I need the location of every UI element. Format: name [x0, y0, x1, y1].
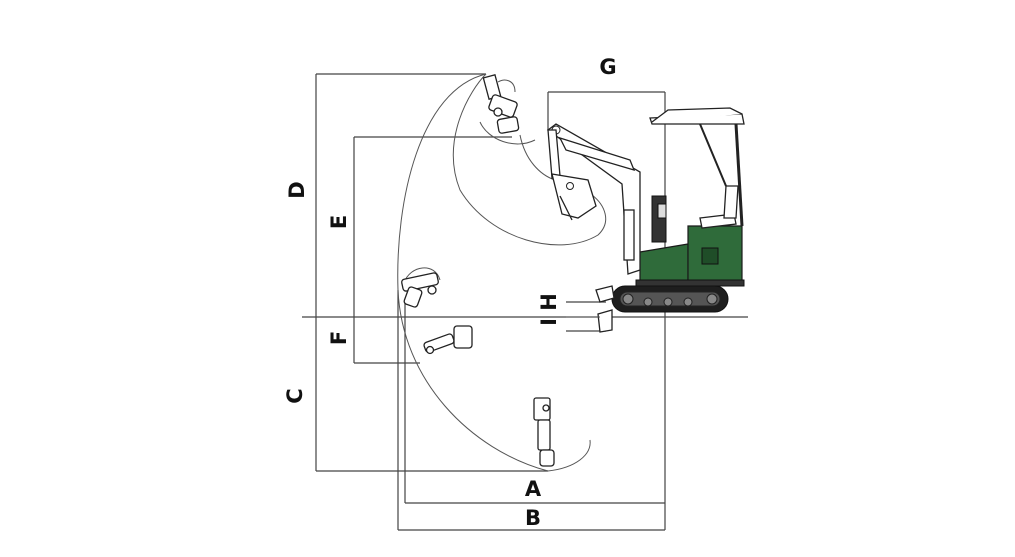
label-b: B — [525, 506, 541, 530]
boom-cylinder — [558, 136, 636, 172]
label-g: G — [599, 55, 616, 79]
label-c: C — [283, 388, 307, 403]
bucket — [551, 173, 597, 219]
boom — [546, 123, 641, 275]
stick-and-bucket — [547, 129, 597, 221]
ghost-bucket-lower — [423, 325, 473, 355]
crawler-track — [611, 285, 729, 313]
dimension-labels: G A B D E F C H I — [283, 55, 617, 530]
excavator — [546, 107, 745, 333]
canopy — [649, 107, 745, 227]
label-h: H — [537, 293, 561, 311]
control-stand — [651, 195, 667, 243]
max-reach-arc — [397, 73, 549, 472]
upper-structure — [635, 185, 745, 287]
ghost-bucket-deep — [533, 397, 555, 467]
ghost-bucket-mid — [401, 272, 439, 308]
ghost-bucket-top — [482, 74, 520, 134]
label-i: I — [537, 318, 561, 326]
canopy-front-post — [699, 123, 727, 187]
upper-frame — [635, 279, 745, 287]
dig-depth-arc-end — [547, 439, 591, 472]
blade-raised — [595, 285, 615, 303]
boom-lift-cylinder — [623, 209, 635, 261]
dozer-blade — [566, 285, 615, 333]
blade-lowered — [597, 309, 613, 333]
label-a: A — [525, 477, 542, 501]
inner-reach-arc — [452, 73, 607, 246]
label-f: F — [327, 331, 351, 345]
counterweight-front — [639, 243, 689, 283]
side-vent — [701, 247, 719, 265]
ghost-positions — [401, 74, 555, 467]
bucket-top-arc — [497, 79, 516, 93]
seat-back — [723, 185, 739, 219]
bucket-curl-arc-upper — [479, 121, 536, 145]
canopy-rear-post — [734, 123, 744, 227]
close-bucket-arc — [519, 134, 556, 181]
label-e: E — [327, 215, 351, 229]
reach-arcs — [397, 73, 607, 472]
label-d: D — [285, 181, 309, 198]
